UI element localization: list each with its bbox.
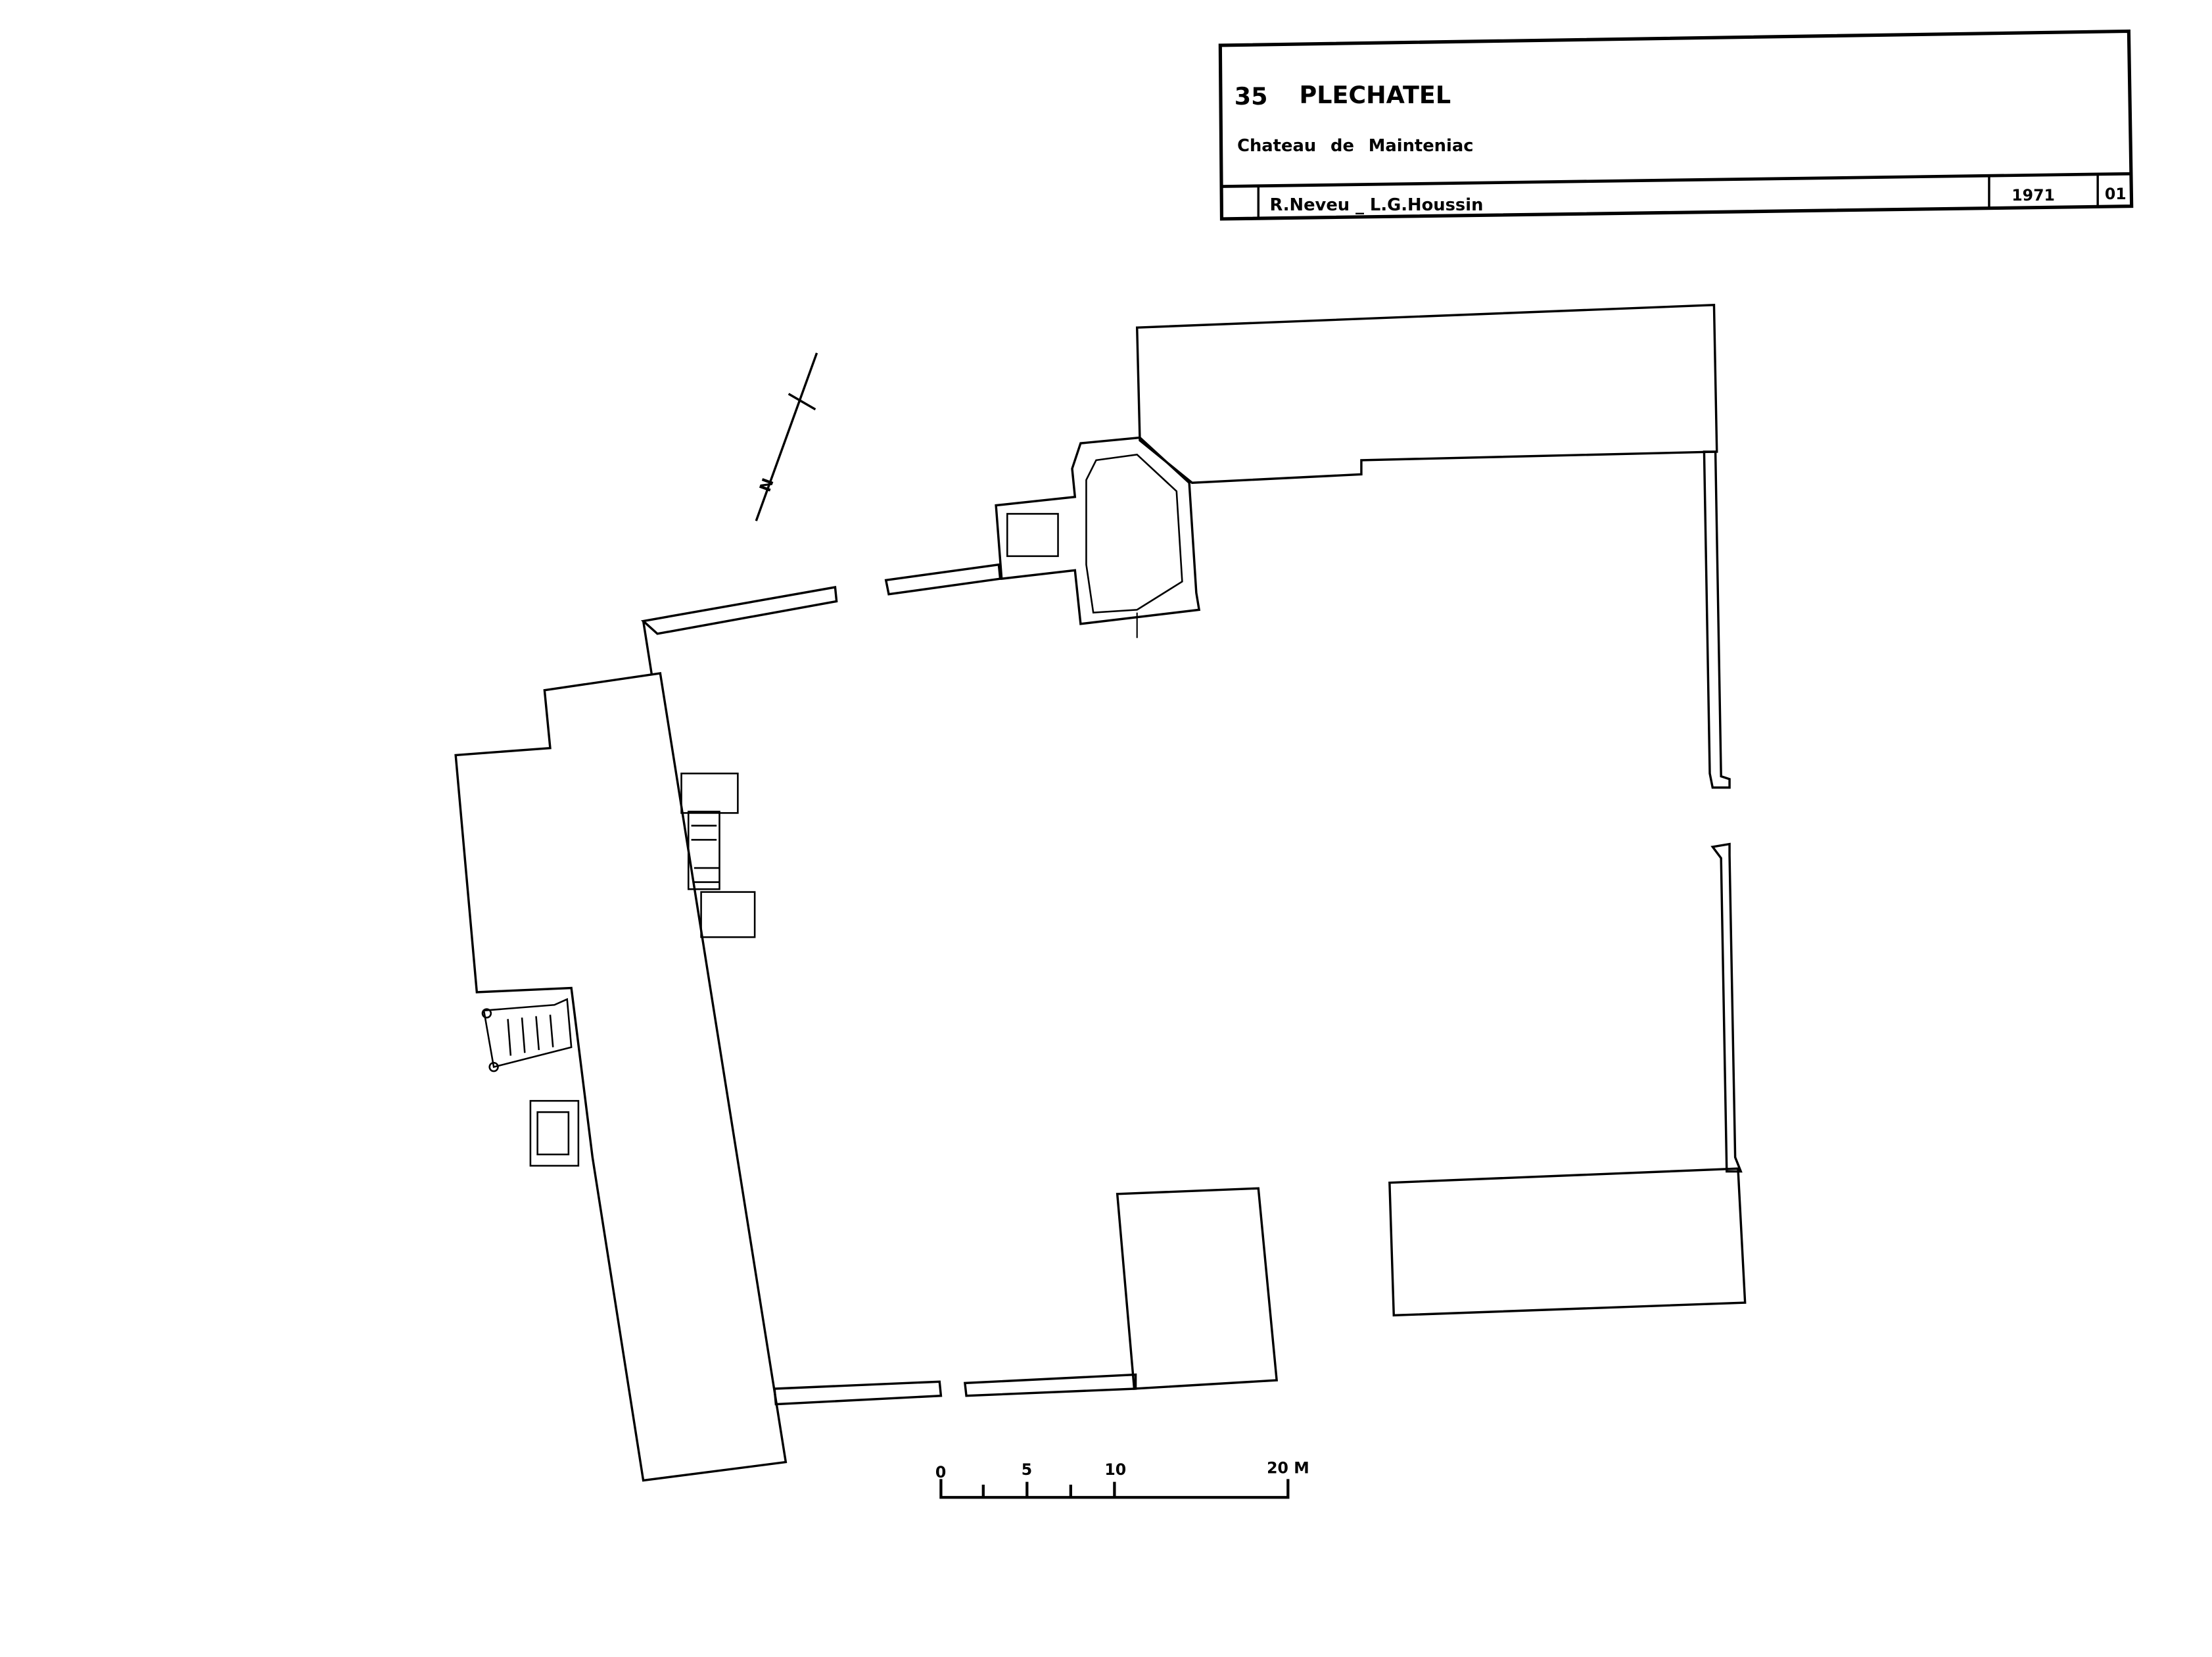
title-authors: R.Neveu _ L.G.Houssin (1269, 195, 1483, 215)
scale-label-5: 5 (1022, 1460, 1032, 1479)
title-block-divider (1221, 172, 2130, 188)
west-staircases (481, 773, 756, 1167)
title-sheet: 01 (2105, 185, 2127, 203)
east-wall-north (1703, 450, 1731, 789)
title-number: 35 (1235, 82, 1268, 110)
west-wing (454, 671, 788, 1482)
north-arrow (755, 352, 818, 521)
south-block (1116, 1187, 1279, 1390)
scale-label-10: 10 (1104, 1460, 1126, 1479)
west-wing-inner-step (642, 621, 653, 675)
east-wall-south (1710, 842, 1743, 1173)
north-east-wing (1135, 304, 1718, 484)
scale-label-0: 0 (935, 1463, 946, 1481)
title-subtitle: Chateau de Mainteniac (1237, 136, 1473, 156)
title-block-frame (1218, 29, 2134, 221)
title-year: 1971 (2012, 186, 2055, 204)
title-block (1218, 29, 2134, 221)
north-arrow-label: N (756, 475, 778, 494)
scale-bar (939, 1479, 1290, 1499)
south-east-wing (1388, 1167, 1747, 1317)
north-arrow-shaft (755, 352, 818, 521)
north-wall-west (640, 586, 838, 635)
south-wall-east (963, 1373, 1137, 1397)
chapel-tower (995, 436, 1201, 638)
scale-label-20m: 20 M (1267, 1459, 1309, 1477)
north-arrow-crossbar (788, 393, 816, 411)
south-wall-west (773, 1380, 943, 1406)
title-place: PLECHATEL (1300, 81, 1451, 109)
north-wall-middle (884, 563, 1002, 596)
